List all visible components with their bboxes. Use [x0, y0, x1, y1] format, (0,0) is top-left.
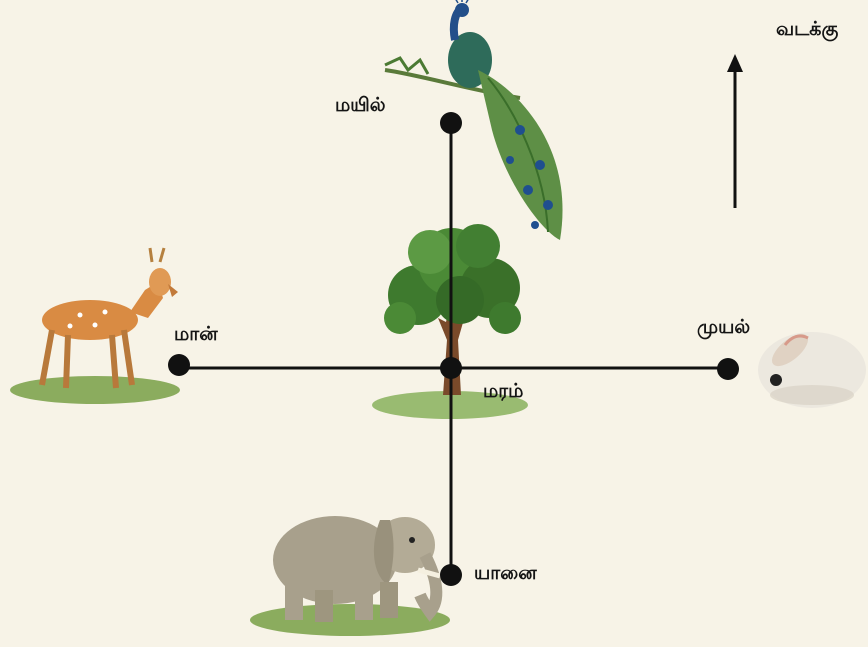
rabbit-illustration — [758, 328, 866, 408]
peacock-illustration — [385, 0, 563, 240]
node-tree — [440, 357, 462, 379]
label-rabbit: முயல் — [697, 316, 750, 341]
label-deer: மான் — [174, 323, 218, 348]
north-label: வடக்கு — [776, 18, 838, 43]
label-elephant: யானை — [474, 562, 537, 587]
north-arrow-icon — [727, 54, 743, 72]
label-tree: மரம் — [483, 380, 523, 405]
deer-illustration — [10, 248, 180, 404]
label-peacock: மயில் — [335, 94, 386, 119]
node-peacock — [440, 112, 462, 134]
node-deer — [168, 354, 190, 376]
node-elephant — [440, 564, 462, 586]
elephant-illustration — [250, 516, 450, 636]
node-rabbit — [717, 358, 739, 380]
